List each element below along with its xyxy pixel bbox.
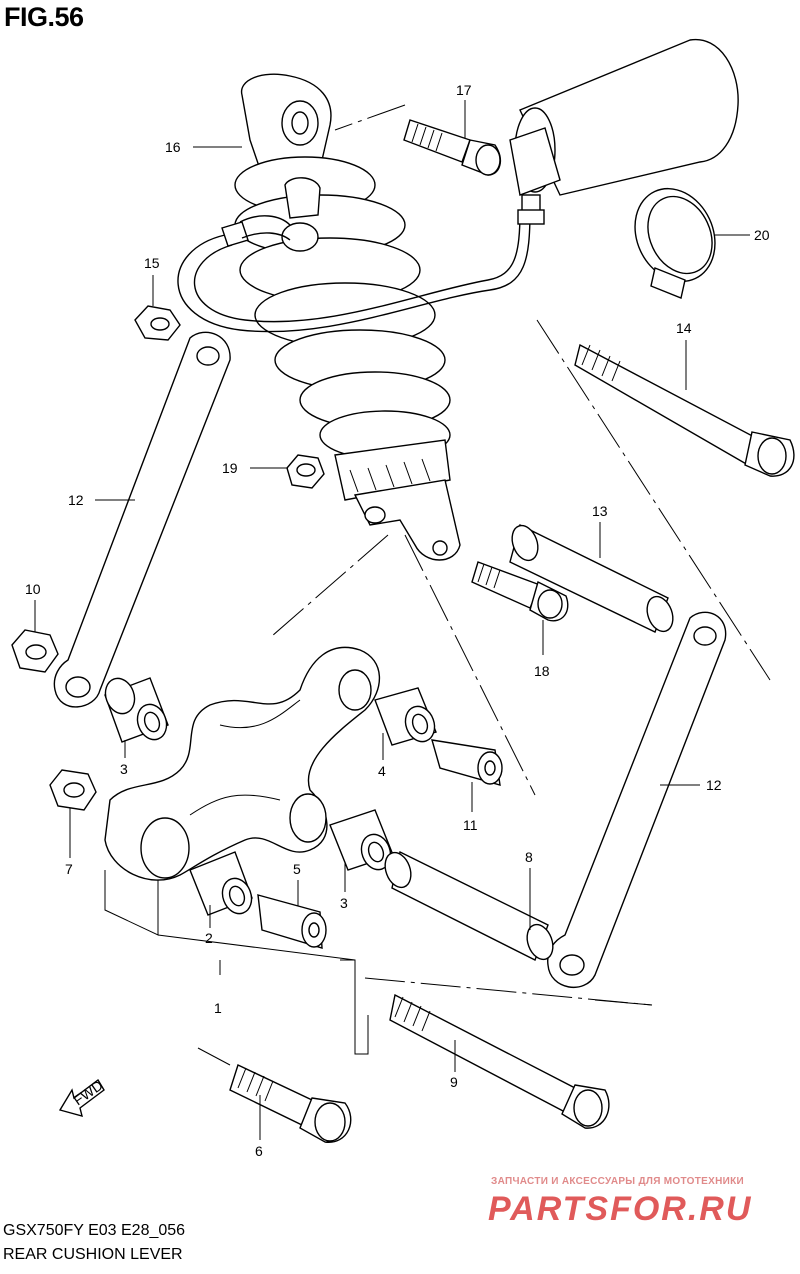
callout-16: 16 — [165, 139, 181, 155]
forward-direction-arrow: FWD — [58, 1077, 106, 1117]
spacer-5[interactable] — [257, 894, 327, 949]
callout-14: 14 — [676, 320, 692, 336]
callout-7: 7 — [65, 861, 73, 877]
bolt-9[interactable] — [364, 977, 653, 1129]
nut-10[interactable] — [11, 629, 59, 673]
nut-19[interactable] — [286, 454, 325, 489]
hose-clamp[interactable] — [620, 175, 729, 299]
watermark-brand: PARTSFOR.RU — [488, 1190, 753, 1228]
callout-3-upper: 3 — [120, 761, 128, 777]
spacer-13[interactable] — [508, 522, 678, 635]
assembly-bracket-1 — [104, 870, 369, 1055]
callout-12-left: 12 — [68, 492, 84, 508]
nut-7[interactable] — [49, 769, 97, 811]
cushion-rod-right[interactable] — [547, 611, 727, 989]
callout-1: 1 — [214, 1000, 222, 1016]
callout-15: 15 — [144, 255, 160, 271]
spacer-8[interactable] — [381, 849, 558, 963]
bolt-17[interactable] — [334, 104, 502, 176]
callout-labels: 17 16 20 15 14 19 12 13 10 18 3 4 11 12 … — [25, 82, 770, 1159]
cushion-lever[interactable] — [104, 646, 381, 881]
callout-9: 9 — [450, 1074, 458, 1090]
bolt-18[interactable] — [471, 561, 569, 622]
callout-5: 5 — [293, 861, 301, 877]
callout-19: 19 — [222, 460, 238, 476]
bushing-4[interactable] — [374, 687, 439, 746]
fwd-label: FWD — [70, 1077, 105, 1108]
callout-11: 11 — [463, 817, 478, 833]
bushing-3-lower[interactable] — [329, 809, 395, 874]
nut-15[interactable] — [134, 305, 181, 341]
callout-4: 4 — [378, 763, 386, 779]
model-code: GSX750FY E03 E28_056 — [3, 1222, 186, 1239]
figure-title: FIG.56 — [4, 2, 84, 32]
callout-20: 20 — [754, 227, 770, 243]
shock-reservoir[interactable] — [509, 38, 739, 225]
bolt-6[interactable] — [197, 1047, 352, 1143]
callout-6: 6 — [255, 1143, 263, 1159]
callout-13: 13 — [592, 503, 608, 519]
callout-12-right: 12 — [706, 777, 722, 793]
callout-18: 18 — [534, 663, 550, 679]
spacer-11[interactable] — [404, 534, 536, 796]
bushing-3-upper[interactable] — [101, 674, 172, 743]
cushion-rod-left[interactable] — [53, 331, 231, 708]
bushing-2[interactable] — [189, 851, 256, 918]
callout-8: 8 — [525, 849, 533, 865]
figure-caption: REAR CUSHION LEVER — [3, 1246, 183, 1263]
bolt-14[interactable] — [536, 319, 795, 681]
callout-2: 2 — [205, 930, 213, 946]
callout-10: 10 — [25, 581, 41, 597]
callout-17: 17 — [456, 82, 472, 98]
leader-lines — [34, 100, 750, 1140]
callout-3-lower: 3 — [340, 895, 348, 911]
watermark-tagline: ЗАПЧАСТИ И АКСЕССУАРЫ ДЛЯ МОТОТЕХНИКИ — [491, 1176, 744, 1187]
rear-shock-absorber[interactable] — [177, 73, 531, 637]
